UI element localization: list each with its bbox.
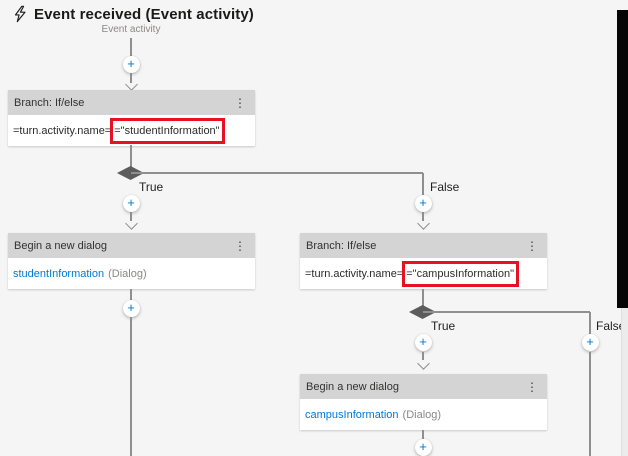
- connector-line: [130, 317, 132, 456]
- node-title: Begin a new dialog: [306, 380, 399, 393]
- node-header: Begin a new dialog ⋮: [300, 374, 547, 399]
- branch-true-label-2: True: [431, 319, 456, 333]
- node-header: Begin a new dialog ⋮: [8, 233, 255, 258]
- condition-highlight-box: ="campusInformation": [402, 260, 520, 287]
- trigger-type-label: Event activity: [101, 24, 161, 35]
- connector-line: [130, 289, 132, 300]
- connector-line: [589, 352, 591, 456]
- condition-highlight-box: ="studentInformation": [110, 117, 225, 144]
- connector-line: [589, 312, 591, 336]
- connector-line: [422, 173, 424, 196]
- condition-prefix: =turn.activity.name=: [13, 124, 112, 137]
- node-menu-button[interactable]: ⋮: [234, 95, 246, 110]
- condition-prefix: =turn.activity.name=: [305, 267, 404, 280]
- add-action-button-5[interactable]: +: [414, 334, 432, 351]
- connector-line: [130, 38, 132, 56]
- node-menu-button[interactable]: ⋮: [526, 379, 538, 394]
- connector-line: [422, 289, 424, 306]
- node-menu-button[interactable]: ⋮: [234, 238, 246, 253]
- branch-false-label-2: False: [596, 319, 626, 333]
- dialog-reference: studentInformation (Dialog): [8, 258, 255, 289]
- arrowhead-down: [417, 217, 430, 230]
- node-branch-ifelse-student[interactable]: Branch: If/else ⋮ =turn.activity.name=="…: [8, 90, 255, 146]
- add-action-button-7[interactable]: +: [414, 438, 432, 456]
- node-header: Branch: If/else ⋮: [8, 90, 255, 115]
- add-action-button-4[interactable]: +: [122, 299, 140, 317]
- node-menu-button[interactable]: ⋮: [526, 238, 538, 253]
- condition-expression: =turn.activity.name=="studentInformation…: [8, 115, 255, 146]
- branch-diamond-2: [409, 305, 436, 319]
- arrowhead-down: [125, 217, 138, 230]
- dialog-name-link[interactable]: campusInformation: [305, 408, 399, 421]
- arrowhead-down: [417, 357, 430, 370]
- node-header: Branch: If/else ⋮: [300, 233, 547, 258]
- node-title: Branch: If/else: [306, 239, 377, 252]
- node-title: Begin a new dialog: [14, 239, 107, 252]
- add-action-button-1[interactable]: +: [122, 55, 140, 73]
- arrowhead-down: [125, 78, 138, 91]
- branch-false-label-1: False: [430, 180, 460, 194]
- connector-line: [422, 430, 424, 439]
- dialog-type-suffix: (Dialog): [402, 408, 442, 421]
- node-branch-ifelse-campus[interactable]: Branch: If/else ⋮ =turn.activity.name=="…: [300, 233, 547, 289]
- connector-line: [131, 172, 423, 174]
- side-black-bar: [617, 10, 628, 308]
- connector-line: [422, 352, 424, 360]
- connector-line: [130, 212, 132, 221]
- add-action-button-3[interactable]: +: [414, 194, 432, 212]
- dialog-type-suffix: (Dialog): [108, 267, 147, 280]
- branch-true-label-1: True: [139, 180, 164, 194]
- node-title: Branch: If/else: [14, 96, 85, 109]
- lightning-bolt-icon: [11, 5, 29, 23]
- condition-expression: =turn.activity.name=="campusInformation": [300, 258, 547, 289]
- add-action-button-2[interactable]: +: [122, 194, 140, 212]
- branch-diamond-1: [117, 166, 144, 180]
- page-title: Event received (Event activity): [34, 5, 254, 23]
- node-begin-dialog-student[interactable]: Begin a new dialog ⋮ studentInformation …: [8, 233, 255, 289]
- connector-line: [422, 212, 424, 221]
- trigger-header: Event received (Event activity): [11, 5, 254, 23]
- dialog-reference: campusInformation (Dialog): [300, 399, 547, 430]
- node-begin-dialog-campus[interactable]: Begin a new dialog ⋮ campusInformation (…: [300, 374, 547, 430]
- connector-line: [423, 311, 590, 313]
- connector-line: [130, 73, 132, 83]
- dialog-name-link[interactable]: studentInformation: [13, 267, 105, 280]
- add-action-button-6[interactable]: +: [581, 334, 599, 351]
- right-scroll-strip[interactable]: [621, 308, 628, 456]
- connector-line: [130, 145, 132, 167]
